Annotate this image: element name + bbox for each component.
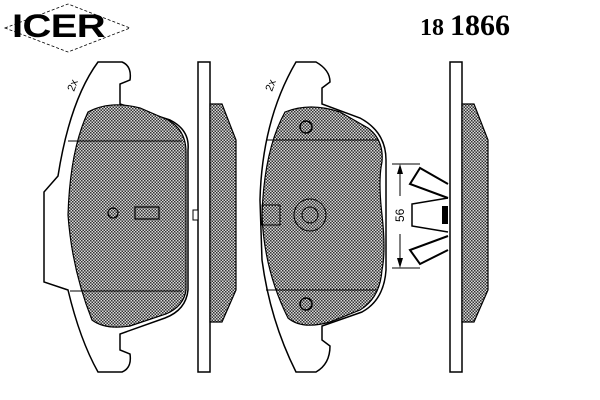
clip-lock — [442, 206, 448, 224]
right-top-rivet-icon — [299, 120, 313, 134]
left-pad-side — [192, 61, 237, 373]
dimension-arrow-up-icon — [397, 164, 403, 174]
right-quantity-label: 2x — [264, 78, 279, 93]
brand-logo: ICER — [12, 8, 106, 44]
right-bottom-rivet-icon — [299, 297, 313, 311]
right-pad-front: 2x — [259, 61, 387, 373]
part-number-main: 1866 — [450, 9, 510, 42]
clip-lower-arm — [408, 235, 449, 266]
dimension-value: 56 — [393, 208, 407, 222]
right-center-pin-icon — [301, 206, 319, 224]
left-pad-front: 2x — [43, 61, 189, 373]
right-center-boss-icon — [293, 198, 327, 232]
left-friction-material — [67, 104, 187, 328]
dimension-56: 56 — [392, 163, 420, 269]
left-sensor-clip-icon — [134, 206, 160, 220]
right-side-friction-material — [461, 103, 489, 323]
clip-center-tab — [411, 197, 449, 233]
left-side-backing-plate — [197, 61, 211, 373]
clip-upper-arm — [408, 166, 449, 199]
right-side-tab — [261, 204, 281, 226]
spring-clip — [408, 166, 449, 266]
brand-diamond-outline — [3, 3, 132, 53]
part-number-prefix: 18 — [420, 15, 444, 41]
right-side-backing-plate — [449, 61, 463, 373]
dimension-arrow-down-icon — [397, 258, 403, 268]
right-pad-side — [449, 61, 489, 373]
left-side-clip — [192, 209, 199, 221]
left-side-friction-material — [209, 103, 237, 323]
left-pin-hole-icon — [107, 207, 119, 219]
left-quantity-label: 2x — [66, 78, 81, 93]
